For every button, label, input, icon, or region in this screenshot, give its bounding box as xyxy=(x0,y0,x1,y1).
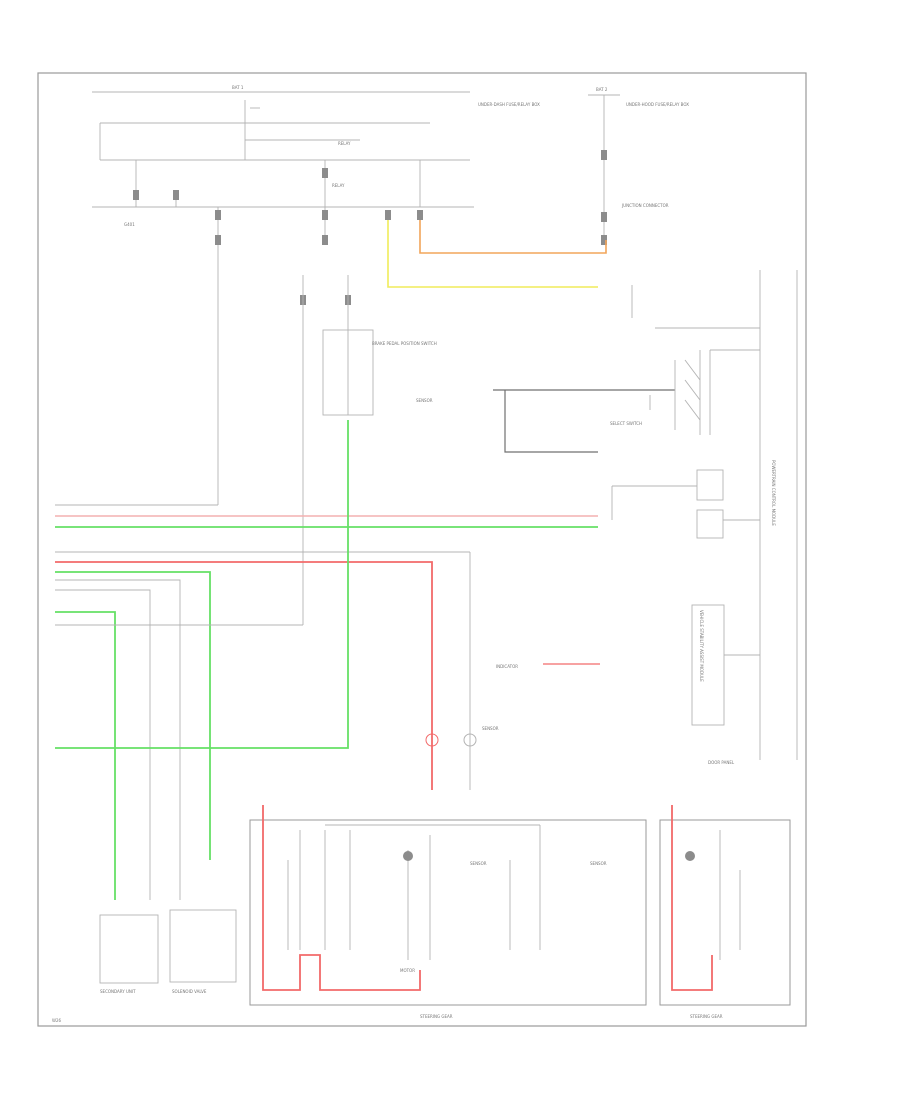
steering-gear-box-left xyxy=(249,819,647,1006)
connector xyxy=(173,190,179,200)
connector xyxy=(601,212,607,222)
module-label: VEHICLE STABILITY ASSIST MODULE xyxy=(699,610,704,682)
indicator-label: INDICATOR xyxy=(496,664,518,669)
sensor-label-c: SENSOR xyxy=(470,861,487,866)
fuse-box-note-right: UNDER-HOOD FUSE/RELAY BOX xyxy=(626,102,689,107)
sensor-label-b: SENSOR xyxy=(482,726,499,731)
select-switch xyxy=(649,350,711,435)
motor-icon xyxy=(685,851,695,861)
connector xyxy=(322,168,328,178)
top-power-section xyxy=(92,91,620,505)
left-unit-a-box xyxy=(99,914,159,984)
green-wire-switch xyxy=(55,420,349,749)
lamp-gray xyxy=(463,733,477,747)
diagram-frame xyxy=(37,72,807,1027)
lamp-red xyxy=(425,733,439,747)
relay-label-a: RELAY xyxy=(338,141,351,146)
left-unit-a-label: SECONDARY UNIT xyxy=(100,989,136,994)
connector xyxy=(601,235,607,245)
connector xyxy=(215,210,221,220)
ground-label: G401 xyxy=(124,222,135,227)
connector xyxy=(322,235,328,245)
red-wire-loop-left xyxy=(262,805,421,991)
connector xyxy=(322,210,328,220)
dark-wire-select-down xyxy=(504,390,598,453)
fuse-box-note: UNDER-DASH FUSE/RELAY BOX xyxy=(478,102,540,107)
module-box xyxy=(691,604,725,726)
footer-code: W26 xyxy=(52,1018,62,1023)
connector xyxy=(601,150,607,160)
sensor-label-a: SENSOR xyxy=(416,398,433,403)
connector xyxy=(215,235,221,245)
green-wire-unit xyxy=(55,611,116,900)
select-switch-label: SELECT SWITCH xyxy=(610,421,642,426)
fuse-label-left: BAT 1 xyxy=(232,85,244,90)
left-unit-b-label: SOLENOID VALVE xyxy=(172,989,207,994)
pcm-label: POWERTRAIN CONTROL MODULE xyxy=(771,460,776,526)
red-wire-feed xyxy=(55,561,433,790)
red-wire-loop-right xyxy=(671,805,713,991)
bottom-components xyxy=(287,824,741,960)
yellow-wire xyxy=(387,220,598,288)
sensor-label-d: SENSOR xyxy=(590,861,607,866)
left-unit-b-box xyxy=(169,909,237,983)
pcm-block xyxy=(611,469,760,726)
bottom-right-caption: STEERING GEAR xyxy=(690,1014,723,1019)
green-wire-feed xyxy=(55,571,211,860)
switch-section xyxy=(302,270,798,760)
pcm-box-lower xyxy=(696,509,724,539)
motor-icon xyxy=(403,851,413,861)
pcm-box xyxy=(696,469,724,501)
relay-label-b: RELAY xyxy=(332,183,345,188)
switch-label: BRAKE PEDAL POSITION SWITCH xyxy=(372,341,437,346)
top-connectors xyxy=(133,150,607,305)
connector xyxy=(133,190,139,200)
bottom-left-caption: STEERING GEAR xyxy=(420,1014,453,1019)
junction-note: JUNCTION CONNECTOR xyxy=(621,203,669,208)
connector xyxy=(385,210,391,220)
gray-wire-unit-b xyxy=(55,589,151,900)
left-units xyxy=(99,909,237,984)
gray-wire-unit-a xyxy=(55,579,181,900)
connector xyxy=(417,210,423,220)
steering-gear-box-right xyxy=(659,819,791,1006)
fuse-label-right: BAT 2 xyxy=(596,87,608,92)
orange-wire xyxy=(419,220,607,254)
door-panel-note: DOOR PANEL xyxy=(708,760,735,765)
motor-label: MOTOR xyxy=(400,968,415,973)
